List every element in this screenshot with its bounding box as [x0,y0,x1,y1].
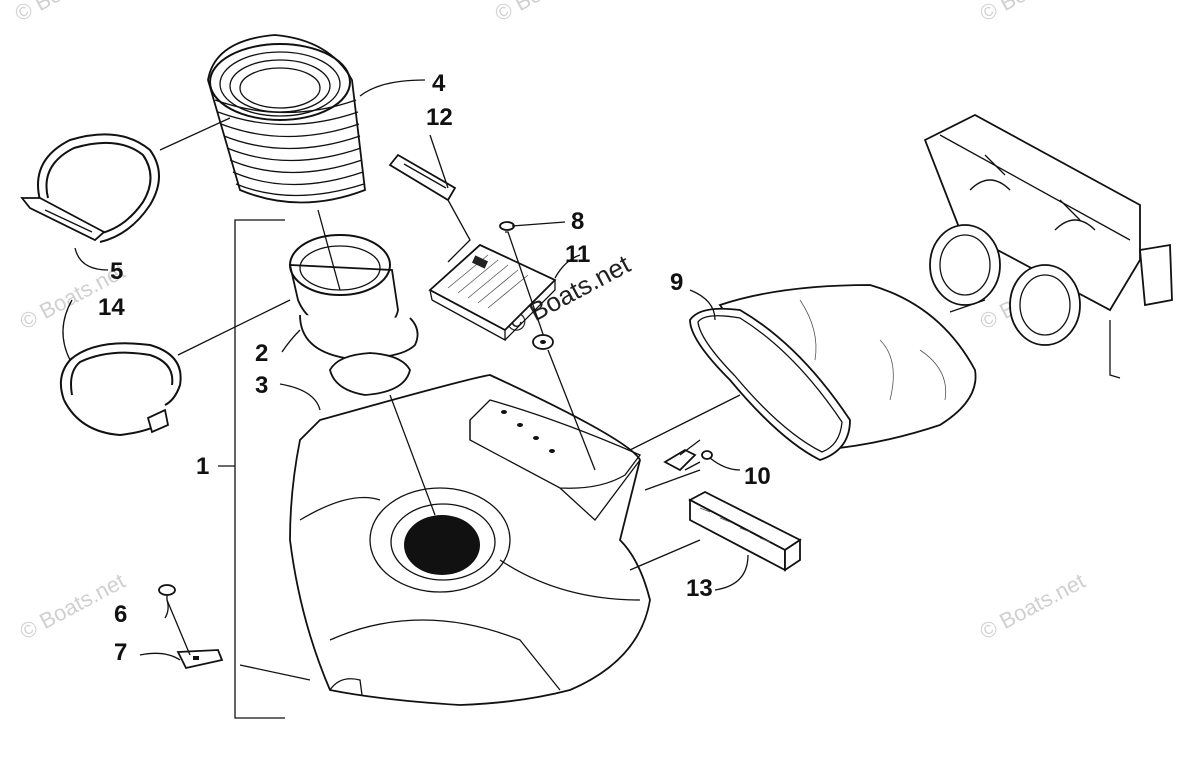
throttle-body-drawing [923,113,1173,379]
gasket-strip-drawing [388,153,457,202]
clamp-upper-drawing [20,133,160,243]
part-label-13: 13 [686,575,713,602]
part-labels: 1 2 3 4 5 6 7 8 9 10 11 12 13 14 [98,70,771,666]
part-label-1: 1 [196,453,209,480]
part-label-4: 4 [432,70,446,97]
screw-clip-drawing [663,439,713,472]
part-label-9: 9 [670,269,683,296]
assembly-bracket [218,219,285,719]
foam-block-drawing [688,490,802,572]
part-label-7: 7 [114,639,127,666]
watermark: © Boats.net [976,0,1090,26]
part-label-8: 8 [571,208,584,235]
seal-drawing [689,284,977,461]
decal-plate-drawing [428,243,557,342]
watermark: © Boats.net [491,0,605,26]
part-label-2: 2 [255,340,268,367]
intake-boot-drawing [207,34,366,204]
screw-drawing [499,221,554,350]
air-silencer-base-drawing [289,374,651,706]
part-label-3: 3 [255,372,268,399]
part-label-6: 6 [114,601,127,628]
watermark: © Boats.net [16,568,130,644]
clamp-lower-drawing [59,342,182,437]
watermark: © Boats.net [11,0,125,26]
rivet-drawing [158,584,176,600]
part-label-12: 12 [426,104,453,131]
watermark: © Boats.net [976,568,1090,644]
bracket-drawing [176,649,224,670]
part-label-10: 10 [744,463,771,490]
part-label-14: 14 [98,294,125,321]
air-silencer-cap-drawing [288,234,419,396]
part-label-11: 11 [565,241,590,268]
part-label-5: 5 [110,258,123,285]
leader-lines [62,79,986,681]
